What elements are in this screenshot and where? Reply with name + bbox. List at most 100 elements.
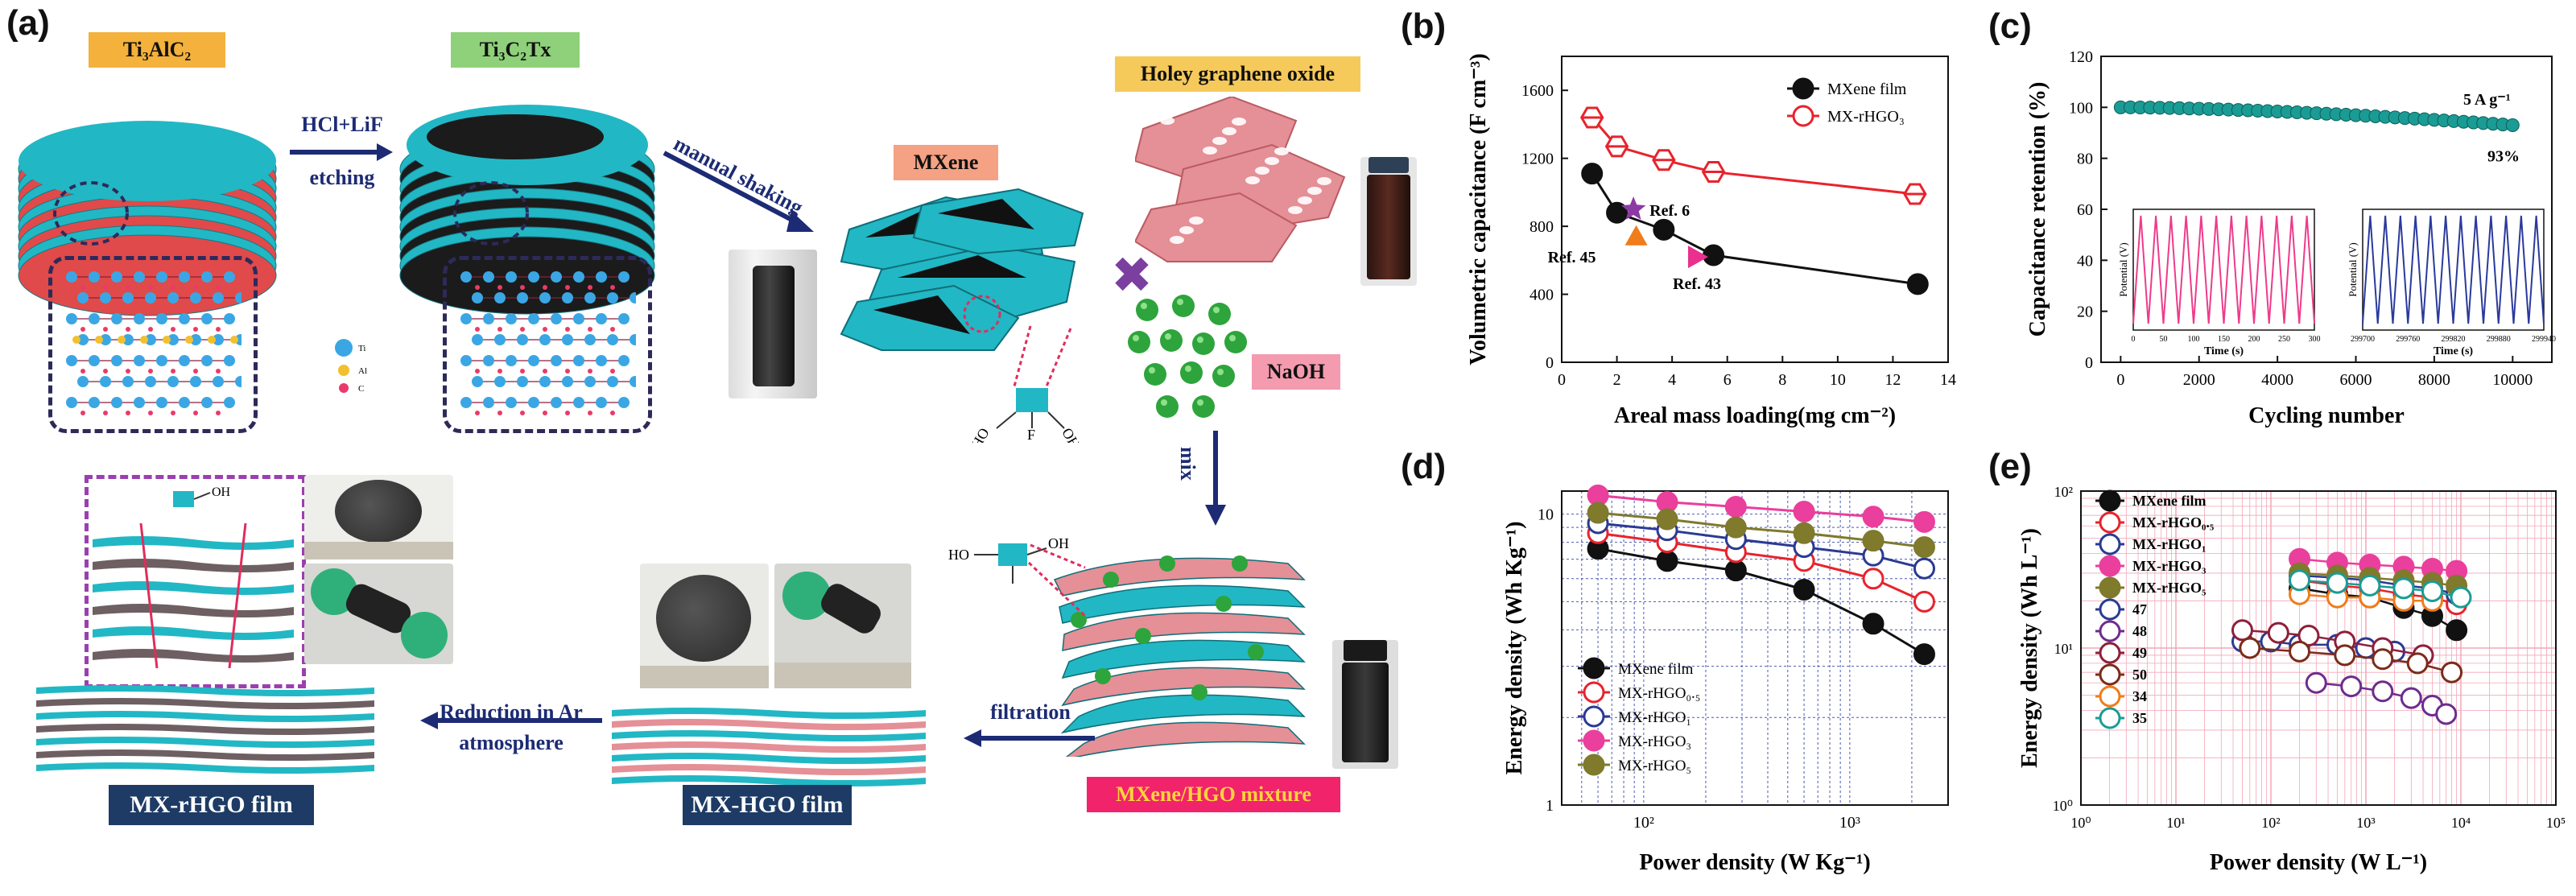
data-point <box>1862 568 1885 590</box>
inset-x-tick: 250 <box>2278 335 2290 344</box>
naoh-highlight <box>1213 307 1220 313</box>
data-point <box>2334 644 2356 667</box>
y-tick-label: 0 <box>2085 354 2093 372</box>
ti-atom <box>618 271 630 283</box>
ti3alc2-crystal <box>66 271 242 415</box>
data-point <box>2372 648 2394 671</box>
film-layer <box>36 749 374 761</box>
film-layer <box>36 711 374 722</box>
c-atom <box>103 327 108 332</box>
ti-atom <box>111 397 122 408</box>
reference-marker <box>1620 196 1646 220</box>
ti-atom <box>483 355 494 366</box>
y-tick-label: 20 <box>2077 303 2093 321</box>
ti-atom <box>528 271 539 283</box>
ti-atom <box>460 355 472 366</box>
data-point <box>1862 506 1885 528</box>
ti-atom <box>494 334 506 345</box>
c-atom <box>216 411 221 415</box>
combine-cross-icon: ✖ <box>1111 246 1153 304</box>
mx-hgo-film-tag: MX-HGO film <box>683 785 852 825</box>
reduction-label-2: atmosphere <box>459 731 564 754</box>
ti-atom <box>596 313 607 324</box>
hgo-hole <box>1222 127 1236 135</box>
zoom-group-square <box>173 491 194 507</box>
c-atom <box>610 411 615 415</box>
ti-atom <box>539 292 551 303</box>
naoh-highlight <box>1161 399 1167 406</box>
film-layer <box>36 762 374 774</box>
data-point <box>2446 619 2468 642</box>
etching-label-2: etching <box>309 166 375 189</box>
data-point <box>2305 671 2327 694</box>
data-point <box>1793 501 1815 523</box>
legend-marker <box>1583 705 1605 728</box>
inset-x-label: Time (s) <box>2204 345 2244 357</box>
ti-atom <box>528 355 539 366</box>
mixture-sheet <box>1060 694 1306 734</box>
c-atom <box>126 411 130 415</box>
hgo-hole <box>1179 226 1194 234</box>
mxene-flake-shadow <box>938 199 1034 229</box>
data-point <box>2231 619 2253 642</box>
data-point <box>2441 661 2463 683</box>
x-axis-label: Power density (W L⁻¹) <box>2210 850 2427 875</box>
inset-x-tick: 300 <box>2309 335 2321 344</box>
ion-path <box>139 522 159 669</box>
zoom-circle <box>453 181 529 246</box>
ti-atom <box>573 355 584 366</box>
x-axis-label: Areal mass loading(mg cm⁻²) <box>1614 403 1896 428</box>
mixture-sphere <box>1135 628 1151 644</box>
al-atom <box>118 336 126 344</box>
c-atom <box>543 327 547 332</box>
ti-atom <box>66 355 77 366</box>
c-atom <box>475 327 480 332</box>
naoh-sphere <box>1144 363 1166 386</box>
ti-atom <box>66 313 77 324</box>
x-tick-label: 10¹ <box>2166 815 2185 831</box>
ti-atom <box>179 313 190 324</box>
mxene-vial-photo <box>729 250 817 398</box>
plot-frame <box>1561 490 1949 806</box>
x-tick-label: 2 <box>1613 371 1621 389</box>
mix-arrow <box>1205 431 1226 526</box>
ti-atom <box>224 271 235 283</box>
c-atom <box>216 369 221 374</box>
ti-atom <box>584 376 596 387</box>
naoh-highlight <box>1133 335 1139 341</box>
ti-atom <box>122 376 134 387</box>
legend-label: 49 <box>2132 645 2147 661</box>
inset-x-tick: 200 <box>2248 335 2260 344</box>
panel-label-b: (b) <box>1401 6 1447 46</box>
c-atom <box>543 369 547 374</box>
mixture-sheet <box>1065 721 1306 757</box>
mx-hgo-disc-photo <box>640 564 769 688</box>
ti-atom <box>584 292 596 303</box>
legend-marker <box>2099 598 2121 621</box>
inset-x-label: Time (s) <box>2434 345 2473 357</box>
inset-wave <box>2362 215 2545 324</box>
reference-label: Ref. 43 <box>1673 275 1721 293</box>
ti-atom <box>506 397 517 408</box>
legend-ti: Ti <box>358 344 365 353</box>
ti-atom <box>100 292 111 303</box>
ti-atom <box>235 376 242 387</box>
data-point <box>1862 613 1885 635</box>
legend-label: 48 <box>2132 623 2147 639</box>
naoh-sphere <box>1224 331 1247 353</box>
ti-atom <box>460 397 472 408</box>
annotation-retention: 93% <box>2487 148 2520 166</box>
c-atom <box>193 411 198 415</box>
manual-shaking-label: manual shaking <box>670 137 807 219</box>
hgo-hole <box>1160 117 1174 125</box>
ti-atom <box>167 292 179 303</box>
data-point <box>1724 516 1747 539</box>
data-point <box>1724 495 1747 518</box>
legend-label: MX-rHGO₃ <box>1618 733 1691 750</box>
data-point <box>2289 569 2311 592</box>
c-atom <box>80 369 85 374</box>
hgo-hole <box>1255 167 1269 175</box>
annotation-current: 5 A g⁻¹ <box>2463 91 2511 109</box>
mx-rhgo-bend-photo <box>304 564 453 664</box>
ti-atom <box>460 271 472 283</box>
